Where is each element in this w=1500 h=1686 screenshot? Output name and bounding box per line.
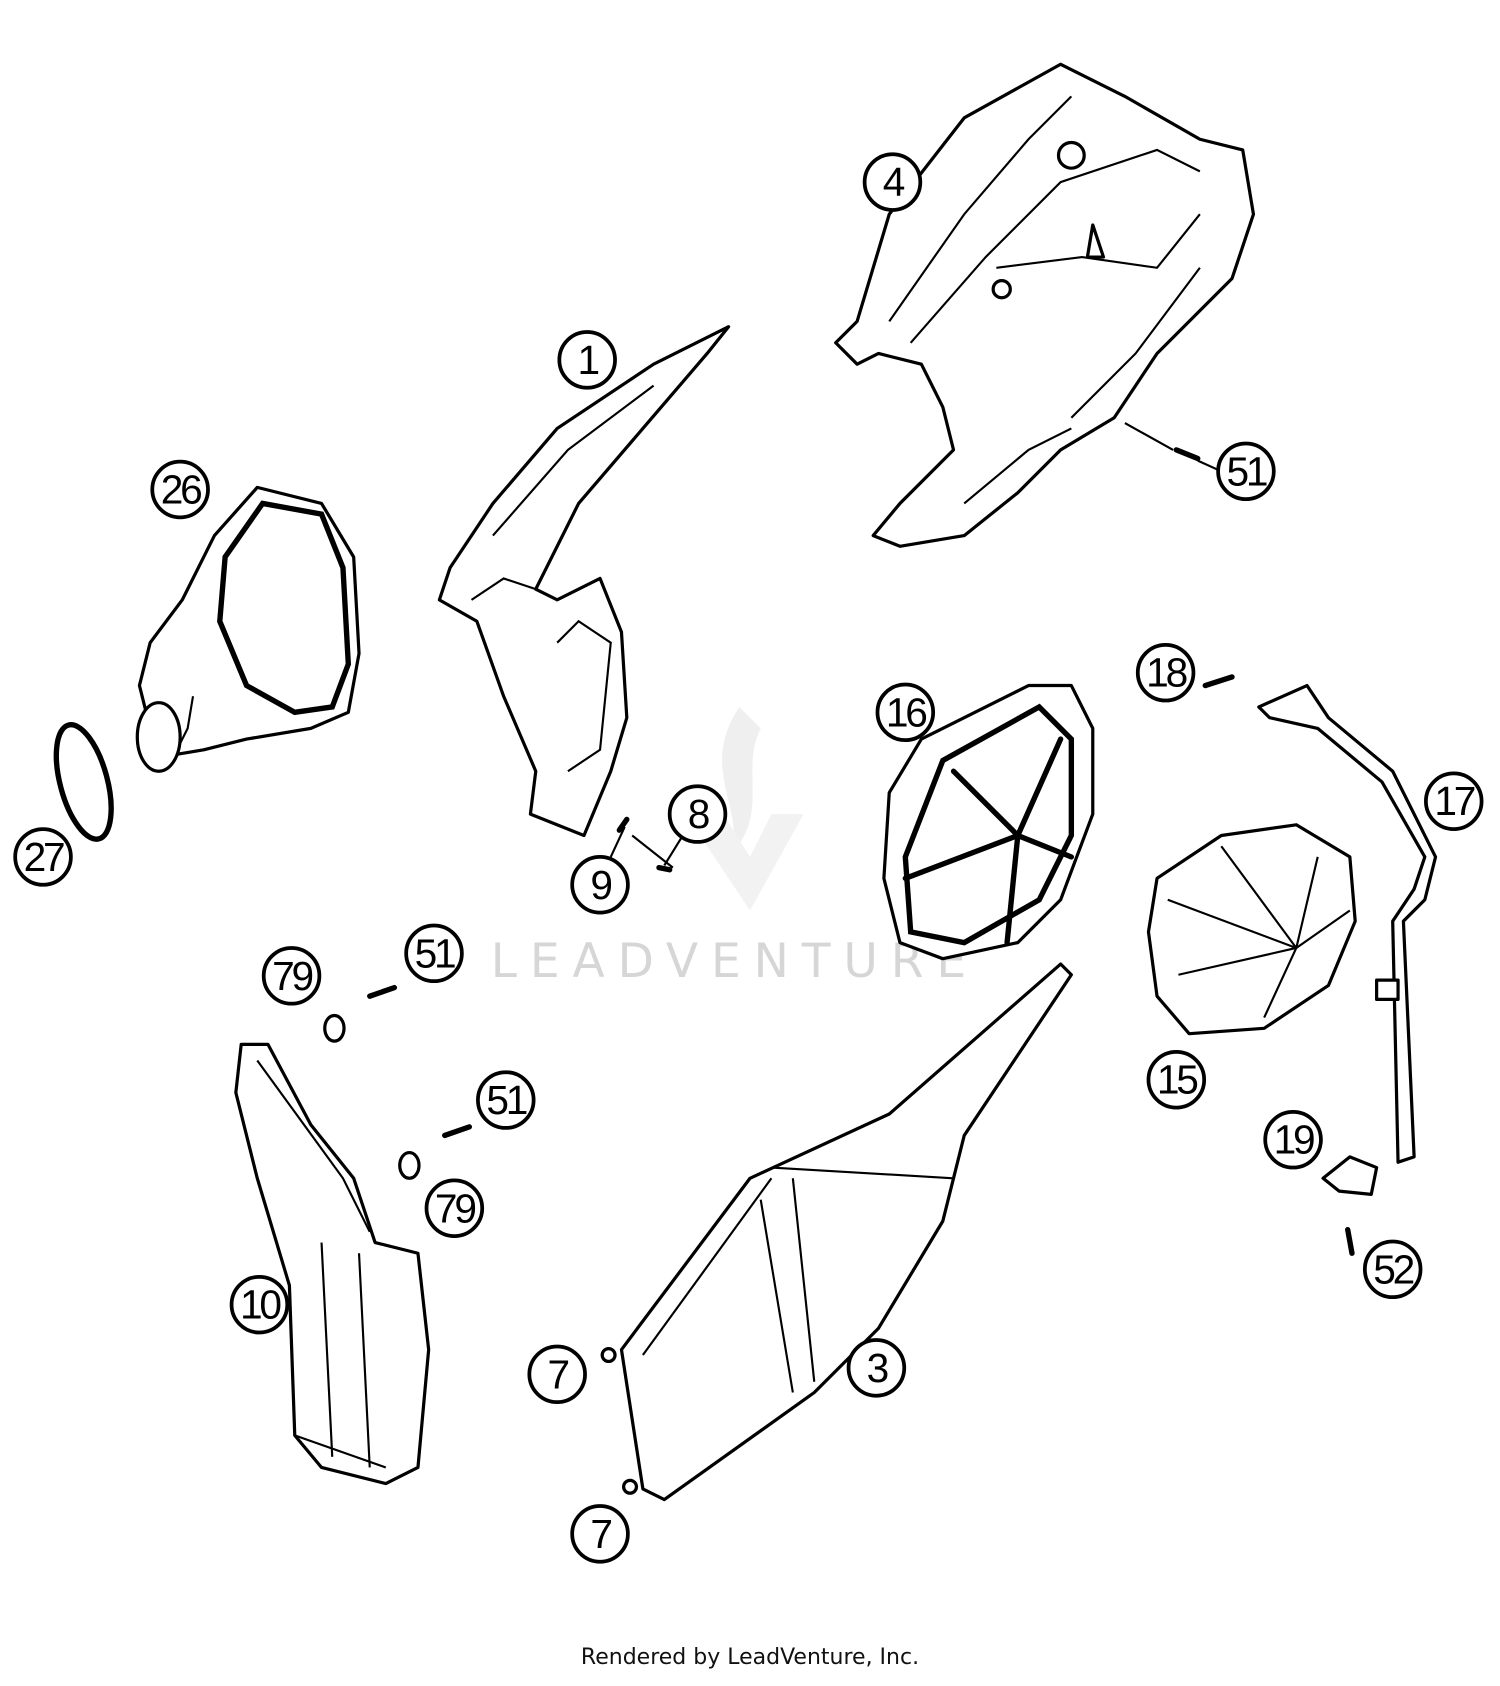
part-27-clamp xyxy=(53,722,114,842)
callout-1[interactable]: 1 xyxy=(557,330,617,390)
callout-label: 10 xyxy=(240,1282,281,1328)
callout-label: 7 xyxy=(547,1351,568,1397)
callout-51[interactable]: 51 xyxy=(404,923,464,984)
callout-51[interactable]: 51 xyxy=(476,1070,536,1130)
callout-label: 18 xyxy=(1146,650,1186,696)
callout-26[interactable]: 26 xyxy=(150,459,210,520)
callout-18[interactable]: 18 xyxy=(1135,642,1196,703)
callout-7[interactable]: 7 xyxy=(527,1344,587,1405)
callout-label: 79 xyxy=(272,953,312,999)
fasteners xyxy=(323,447,1201,1495)
callout-9[interactable]: 9 xyxy=(570,855,630,915)
callout-label: 7 xyxy=(590,1511,611,1557)
callout-79[interactable]: 79 xyxy=(261,946,322,1006)
callout-label: 52 xyxy=(1373,1246,1413,1292)
leader-lines xyxy=(609,422,1222,869)
callout-52[interactable]: 52 xyxy=(1362,1239,1423,1300)
callout-4[interactable]: 4 xyxy=(862,152,923,212)
callout-label: 27 xyxy=(24,834,64,880)
part-16-filter-cage xyxy=(882,683,1095,961)
part-19-bracket xyxy=(1321,1155,1379,1196)
callout-19[interactable]: 19 xyxy=(1263,1109,1323,1170)
callout-label: 3 xyxy=(867,1345,888,1391)
callout-27[interactable]: 27 xyxy=(13,827,73,887)
callout-8[interactable]: 8 xyxy=(667,784,728,844)
callout-label: 15 xyxy=(1157,1057,1197,1103)
callout-51[interactable]: 51 xyxy=(1216,441,1276,502)
callout-7[interactable]: 7 xyxy=(570,1504,630,1564)
part-17-retainer xyxy=(1257,683,1438,1164)
callout-label: 16 xyxy=(886,689,926,735)
part-1-shroud xyxy=(437,325,731,838)
watermark-text: LEADVENTURE xyxy=(491,934,979,989)
callout-label: 79 xyxy=(435,1185,475,1231)
callout-label: 51 xyxy=(1227,448,1267,494)
callout-10[interactable]: 10 xyxy=(229,1274,290,1335)
callout-label: 4 xyxy=(883,159,905,205)
callout-16[interactable]: 16 xyxy=(875,682,936,743)
part-4-airbox xyxy=(834,62,1256,548)
part-3-side-panel xyxy=(619,962,1073,1502)
callout-label: 17 xyxy=(1434,778,1474,824)
callout-label: 9 xyxy=(590,862,611,908)
callout-label: 51 xyxy=(415,930,455,976)
callout-17[interactable]: 17 xyxy=(1424,771,1484,831)
footer-credit: Rendered by LeadVenture, Inc. xyxy=(580,1645,920,1670)
part-15-air-filter xyxy=(1146,823,1357,1036)
watermark-logo xyxy=(685,706,804,911)
callout-label: 51 xyxy=(486,1077,526,1123)
part-52-screw xyxy=(1345,1227,1355,1256)
callout-label: 1 xyxy=(577,337,598,383)
part-26-boot xyxy=(135,485,361,773)
callout-label: 19 xyxy=(1274,1117,1314,1163)
callout-label: 26 xyxy=(161,467,201,513)
callout-79[interactable]: 79 xyxy=(424,1178,485,1238)
callout-15[interactable]: 15 xyxy=(1146,1050,1207,1110)
part-10-intake-duct xyxy=(234,1042,431,1486)
callout-3[interactable]: 3 xyxy=(846,1338,907,1398)
part-18-pin xyxy=(1202,674,1235,689)
callout-label: 8 xyxy=(688,791,709,837)
